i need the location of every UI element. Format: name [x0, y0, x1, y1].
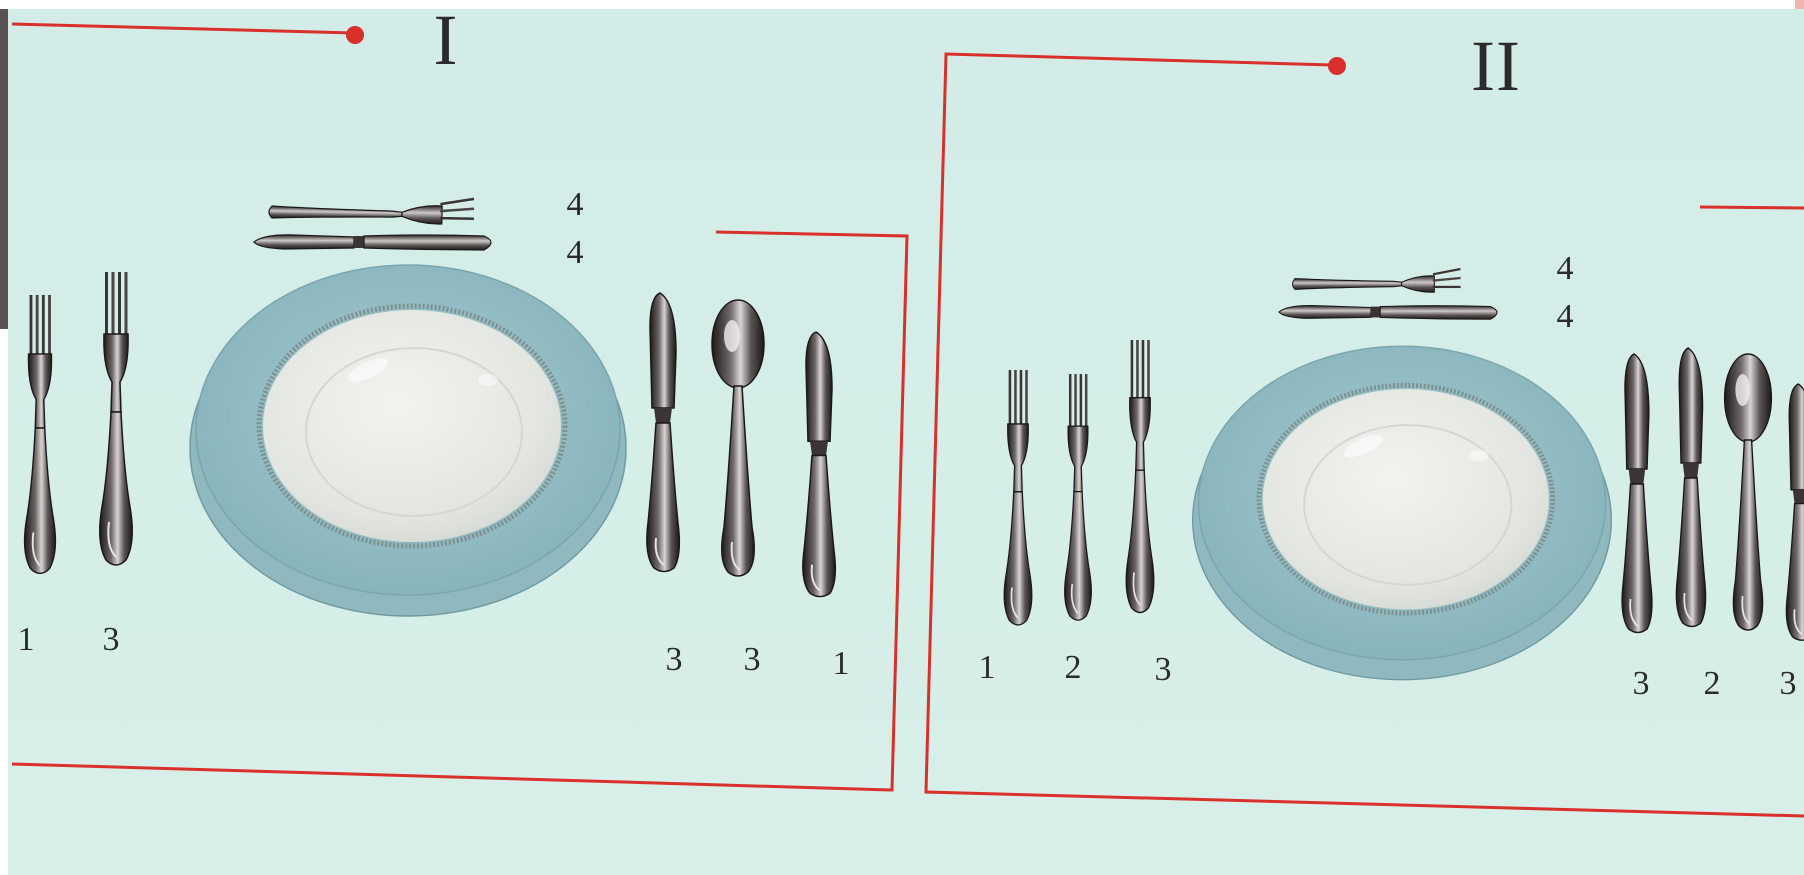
- panel-3-edge-line: [1699, 205, 1804, 210]
- dessert-fork-top: [268, 193, 475, 226]
- fork-left-2: [1063, 373, 1093, 621]
- panel-2-place-setting: [1003, 267, 1804, 680]
- panel-1-right-label-2: 3: [743, 641, 761, 678]
- dessert-fork-top: [1292, 267, 1462, 293]
- panel-1-left-label-2: 3: [102, 621, 120, 658]
- knife-right-3: [1621, 353, 1653, 634]
- book-spine: [0, 9, 9, 329]
- panel-1-top-label-fork: 4: [566, 186, 584, 223]
- panel-1-place-setting: [23, 193, 837, 616]
- panel-2-top-label-fork: 4: [1556, 250, 1574, 287]
- knife-right-2: [1675, 347, 1707, 628]
- fork-left-3: [98, 271, 134, 566]
- fork-left-1: [23, 294, 57, 575]
- panel-1-pointer-line: [11, 22, 356, 35]
- fork-left-1: [1003, 369, 1033, 626]
- panel-1-numeral: I: [433, 0, 459, 80]
- dessert-knife-top: [253, 234, 492, 251]
- dessert-knife-top: [1278, 305, 1498, 320]
- panel-2-numeral: II: [1471, 26, 1521, 106]
- frame-lines: [11, 22, 1804, 818]
- panel-2-left-label-3: 3: [1154, 651, 1172, 688]
- panel-1-right-label-3: 1: [832, 645, 850, 682]
- panel-2-frame: [924, 52, 1804, 818]
- panel-1-top-label-knife: 4: [566, 234, 584, 271]
- panel-1-frame: [11, 230, 909, 792]
- panel-2-marker-dot: [1328, 57, 1346, 75]
- panel-2-right-label-3: 3: [1779, 665, 1797, 702]
- fork-left-3: [1125, 339, 1155, 614]
- spoon-right-3: [711, 299, 765, 577]
- knife-right-edge: [1785, 383, 1804, 642]
- plate: [1193, 346, 1612, 679]
- panel-2-left-label-2: 2: [1064, 649, 1082, 686]
- knife-right-1: [801, 331, 837, 598]
- panel-2-right-label-2: 2: [1703, 665, 1721, 702]
- panel-2-left-label-1: 1: [978, 649, 996, 686]
- plate: [190, 265, 626, 616]
- panel-1-right-label-1: 3: [665, 641, 683, 678]
- panel-1-left-label-1: 1: [17, 621, 35, 658]
- spoon-right-3: [1723, 353, 1773, 631]
- page-corner-mark: [1795, 0, 1804, 14]
- knife-right-3: [645, 292, 681, 573]
- panel-2-top-label-knife: 4: [1556, 298, 1574, 335]
- panel-1-marker-dot: [346, 26, 364, 44]
- panel-2-right-label-1: 3: [1632, 665, 1650, 702]
